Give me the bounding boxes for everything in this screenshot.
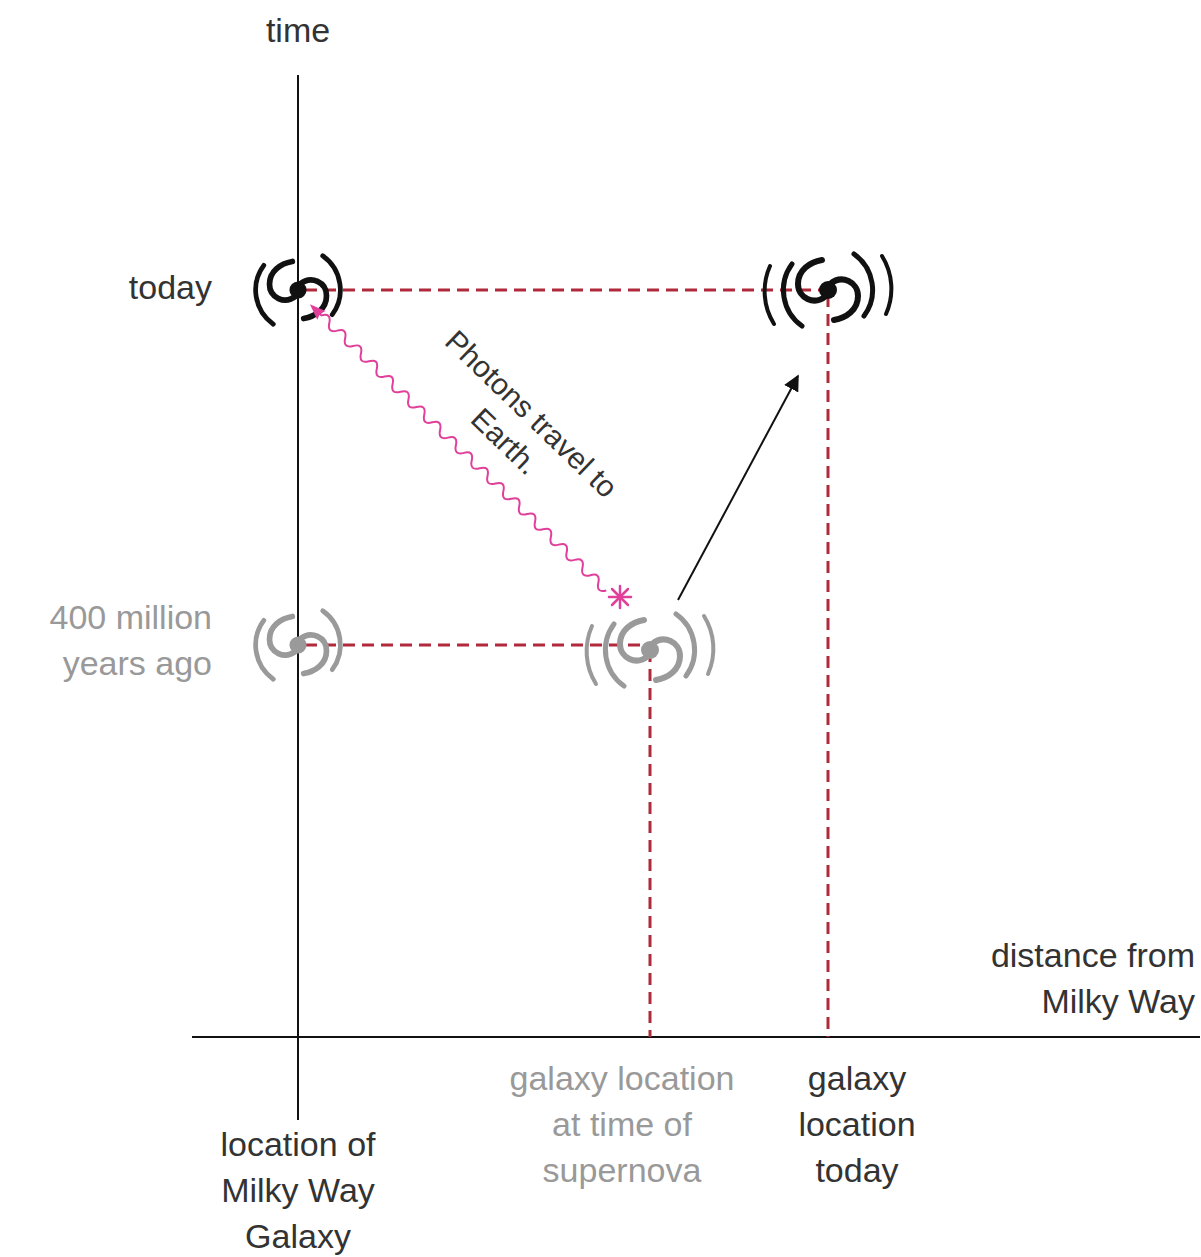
photon-label: Photons travel to Earth.	[405, 317, 630, 538]
axis-label: location of Milky Way Galaxy	[198, 1121, 398, 1257]
guide-lines	[305, 290, 828, 1037]
milky-way-today	[256, 256, 341, 324]
galaxy-today	[765, 254, 892, 326]
galaxy-past	[587, 614, 714, 686]
distance-axis	[192, 1036, 1200, 1038]
supernova-star	[609, 586, 631, 608]
milky-way-past	[256, 611, 341, 679]
time-label: today	[72, 264, 212, 310]
axis-label: galaxy location today	[777, 1055, 937, 1193]
time-axis	[297, 75, 299, 1120]
time-label: 400 million years ago	[12, 594, 212, 686]
axis-title: distance from Milky Way	[955, 932, 1195, 1024]
motion-arrow	[678, 376, 798, 600]
axis-title: time	[238, 7, 358, 53]
axis-label: galaxy location at time of supernova	[492, 1055, 752, 1193]
